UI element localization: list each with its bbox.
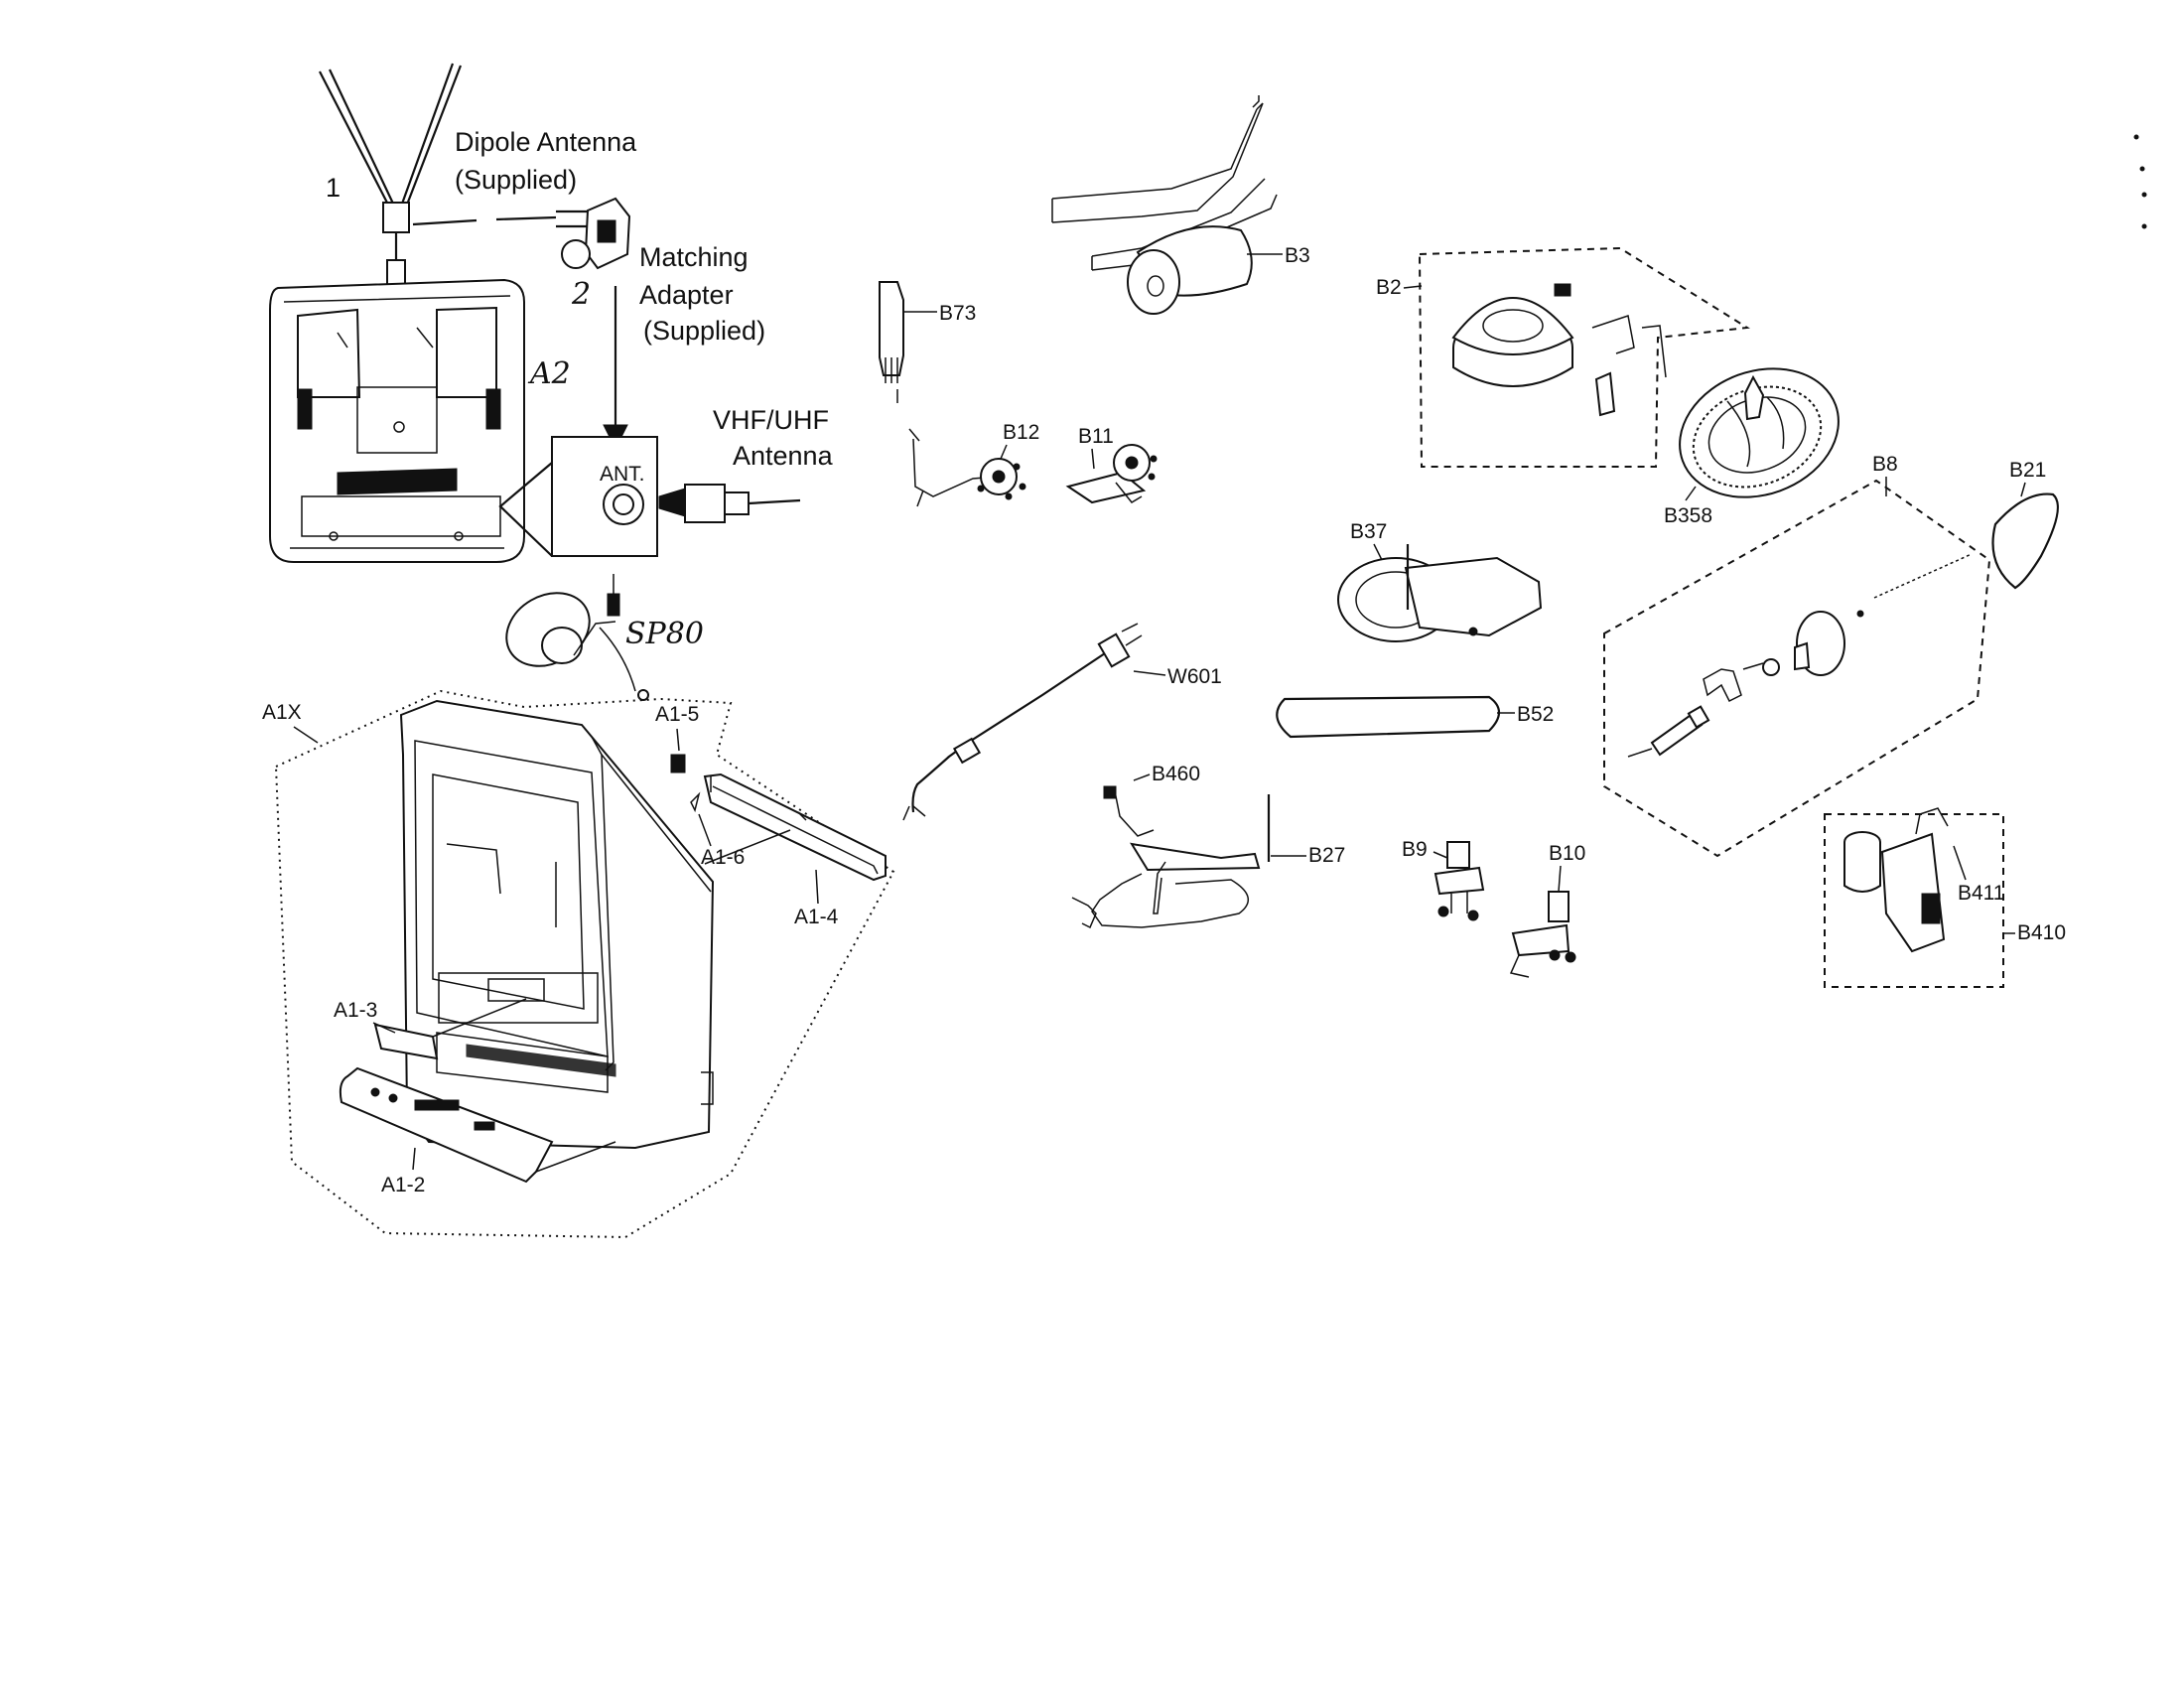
part-label-A2: A2	[527, 356, 571, 391]
front-cabinet[interactable]	[399, 699, 715, 1150]
part-B9[interactable]	[1433, 841, 1485, 921]
vhf-uhf-antenna-label-line2: Antenna	[733, 441, 834, 471]
matching-adapter-label-line1: Matching	[639, 242, 749, 272]
part-label-B358: B358	[1664, 504, 1712, 527]
part-B410-assembly[interactable]	[1843, 807, 1949, 953]
part-label-B410: B410	[2017, 921, 2066, 944]
part-label-B3: B3	[1285, 244, 1310, 267]
part-label-B9: B9	[1402, 838, 1428, 861]
matching-adapter-label-line3: (Supplied)	[643, 316, 765, 346]
A1X-group-outline	[274, 689, 895, 1239]
part-label-B8: B8	[1872, 453, 1898, 476]
part-B10[interactable]	[1509, 891, 1576, 978]
part-B2-drum-assembly[interactable]	[1451, 283, 1667, 417]
part-B73[interactable]	[879, 281, 904, 403]
dipole-antenna-label-line1: Dipole Antenna	[455, 127, 637, 157]
part-label-A1-4: A1-4	[794, 906, 839, 928]
part-label-B2: B2	[1376, 276, 1402, 299]
part-B8-assembly[interactable]	[1627, 553, 1973, 758]
part-label-B10: B10	[1549, 842, 1585, 865]
part-B460[interactable]	[1103, 785, 1117, 799]
part-label-B12: B12	[1003, 421, 1039, 444]
part-label-B411: B411	[1958, 882, 2005, 905]
B2-group-outline	[1418, 246, 1750, 468]
dipole-antenna-label-line2: (Supplied)	[455, 165, 577, 195]
part-label-A1-2: A1-2	[381, 1174, 425, 1196]
part-label-W601: W601	[1167, 665, 1222, 688]
part-label-B11: B11	[1078, 425, 1114, 448]
B8-group-outline	[1603, 479, 1991, 858]
part-B358-gear[interactable]	[1662, 348, 1857, 519]
tv-rear-cabinet-A2[interactable]	[269, 278, 525, 563]
part-label-B37: B37	[1350, 520, 1387, 543]
part-label-B21: B21	[2009, 459, 2046, 482]
callout-number-2: 2	[571, 277, 591, 312]
part-label-A1-5: A1-5	[655, 703, 699, 726]
scan-marks	[2133, 134, 2147, 229]
part-label-A1-3: A1-3	[334, 999, 377, 1022]
part-B52-belt[interactable]	[1276, 695, 1501, 739]
part-A1-2[interactable]	[339, 1066, 616, 1184]
part-B21-belt[interactable]	[1991, 492, 2059, 590]
speaker-label-SP80: SP80	[625, 617, 704, 651]
vhf-uhf-antenna-label-line1: VHF/UHF	[713, 405, 829, 435]
ant-jack-label: ANT.	[600, 463, 645, 486]
ant-jack-box[interactable]	[498, 436, 658, 557]
part-B3[interactable]	[1051, 95, 1278, 315]
part-label-B460: B460	[1152, 763, 1200, 785]
part-B37[interactable]	[1337, 544, 1543, 642]
matching-adapter-label-line2: Adapter	[639, 280, 734, 310]
callout-number-1: 1	[326, 173, 341, 203]
dipole-antenna-part[interactable]	[319, 63, 463, 291]
part-A1-4[interactable]	[703, 772, 887, 882]
vhf-uhf-connector[interactable]	[658, 484, 801, 523]
part-label-A1X: A1X	[262, 701, 302, 724]
part-B12[interactable]	[908, 428, 1026, 507]
part-A1-3[interactable]	[373, 998, 527, 1060]
matching-adapter-part[interactable]	[561, 197, 631, 270]
part-label-B27: B27	[1308, 844, 1345, 867]
part-A1-6[interactable]	[690, 791, 701, 813]
part-W601-power-cord[interactable]	[902, 623, 1143, 821]
speaker-SP80[interactable]	[493, 574, 649, 701]
part-A1-5[interactable]	[670, 754, 686, 773]
part-B27-assembly[interactable]	[1071, 785, 1271, 929]
B410-group-outline	[1824, 813, 2004, 988]
part-B11[interactable]	[1065, 444, 1158, 504]
part-label-B73: B73	[939, 302, 976, 325]
part-label-B52: B52	[1517, 703, 1554, 726]
